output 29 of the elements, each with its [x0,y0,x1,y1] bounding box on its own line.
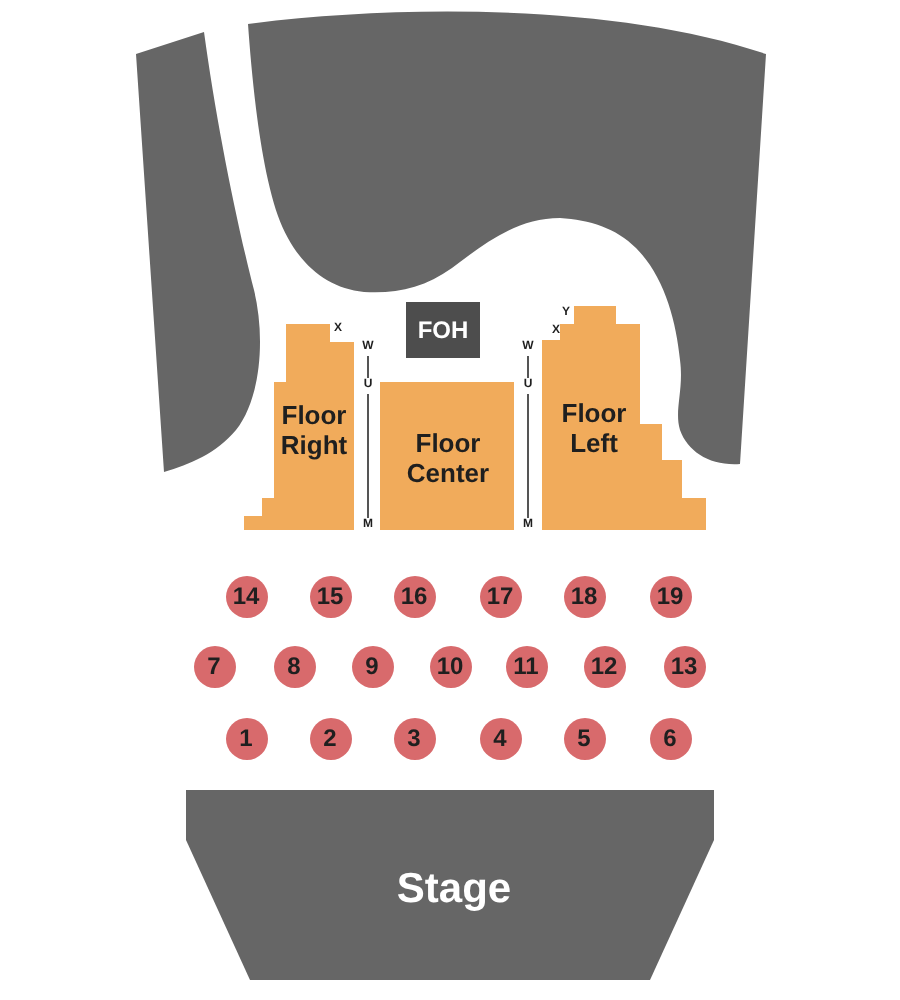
table-marker: 7 [193,645,235,687]
table-marker: 4 [479,717,521,759]
table-marker: 18 [563,575,605,617]
table-marker: 15 [309,575,351,617]
section-label: Floor Center [406,427,490,487]
table-marker: 2 [309,717,351,759]
floor-section [244,324,354,530]
table-marker: 13 [663,645,705,687]
stage-label: Stage [396,866,512,914]
table-marker: 19 [649,575,691,617]
table-marker: 6 [649,717,691,759]
stage [186,790,714,980]
section-label: Floor Left [561,397,627,457]
table-marker: 5 [563,717,605,759]
front-of-house-booth: FOH [406,302,480,358]
table-marker: 8 [273,645,315,687]
table-marker: 3 [393,717,435,759]
floor-section [542,306,706,530]
table-marker: 11 [505,645,547,687]
table-marker: 16 [393,575,435,617]
venue-area [136,32,260,472]
table-marker: 1 [225,717,267,759]
floor-section [380,382,514,530]
table-marker: 9 [351,645,393,687]
table-marker: 17 [479,575,521,617]
section-label: Floor Right [280,399,348,459]
table-marker: 14 [225,575,267,617]
table-marker: 12 [583,645,625,687]
table-marker: 10 [429,645,471,687]
